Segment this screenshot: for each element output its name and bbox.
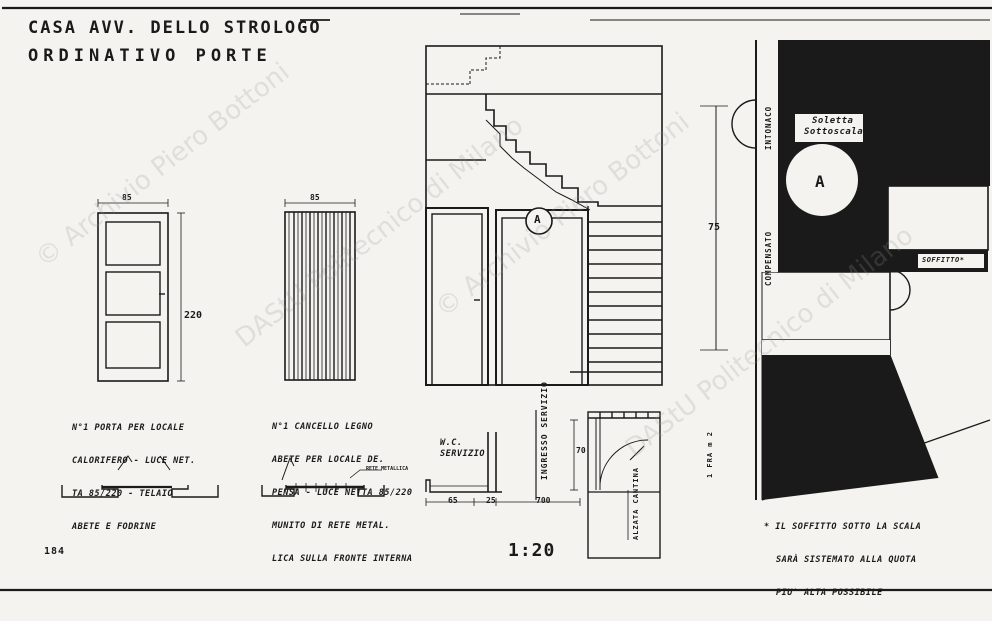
slab-label-1: Soletta bbox=[812, 116, 854, 126]
dim-25: 25 bbox=[486, 496, 496, 505]
entrance-label: INGRESSO SERVIZIO bbox=[540, 381, 549, 480]
ceiling-label: SOFFITTO* bbox=[922, 256, 965, 264]
stair-elevation bbox=[425, 45, 663, 386]
door-1-caption: N°1 PORTA PER LOCALE CALORIFERO - LUCE N… bbox=[72, 401, 196, 555]
door-1-caption-line: ABETE E FODRINE bbox=[72, 522, 157, 532]
drawing-sheet: CASA AVV. DELLO STROLOGO ORDINATIVO PORT… bbox=[0, 6, 992, 598]
gate-caption-line: LICA SULLA FRONTE INTERNA bbox=[272, 554, 413, 564]
plywood-label: COMPENSATO bbox=[764, 230, 773, 286]
dim-70: 70 bbox=[576, 446, 586, 455]
door-1-caption-line: N°1 PORTA PER LOCALE bbox=[72, 423, 185, 433]
ceiling-note-line: PIU' ALTA POSSIBILE bbox=[776, 588, 883, 598]
gate-caption-line: ABETE PER LOCALE DE. bbox=[272, 455, 385, 465]
service-label: SERVIZIO bbox=[440, 449, 485, 459]
door-1-elevation bbox=[97, 199, 185, 382]
gate-caption: N°1 CANCELLO LEGNO ABETE PER LOCALE DE. … bbox=[272, 400, 412, 587]
door-1-caption-line: CALORIFERO - LUCE NET. bbox=[72, 456, 196, 466]
door-1-plan bbox=[61, 455, 219, 498]
box-label: ALZATA CANTINA bbox=[632, 466, 640, 540]
service-plan bbox=[425, 410, 661, 559]
technical-drawing bbox=[0, 6, 992, 592]
gate-caption-line: PENSA - LUCE NETTA 85/220 bbox=[272, 488, 413, 498]
scale-label: 1:20 bbox=[508, 540, 556, 561]
elevation-marker-a: A bbox=[534, 213, 541, 226]
ceiling-note-line: SARÀ SISTEMATO ALLA QUOTA bbox=[776, 555, 917, 565]
net-label: RETE METALLICA bbox=[366, 466, 409, 472]
door-1-width-label: 85 bbox=[122, 193, 132, 202]
dim-700: 700 bbox=[536, 496, 551, 505]
drawing-title: CASA AVV. DELLO STROLOGO bbox=[28, 18, 322, 38]
level-label: 1 FRA m 2 bbox=[706, 431, 714, 478]
gate-elevation bbox=[284, 199, 356, 381]
gate-caption-line: MUNITO DI RETE METAL. bbox=[272, 521, 390, 531]
slab-label-2: Sottoscala bbox=[804, 127, 864, 137]
gate-width-label: 85 bbox=[310, 193, 320, 202]
door-1-caption-line: TA 85/220 - TELAIO bbox=[72, 489, 174, 499]
plaster-label: INTONACO bbox=[764, 105, 773, 150]
section-marker-a: A bbox=[815, 172, 825, 191]
door-1-height-label: 220 bbox=[184, 310, 203, 321]
gate-caption-line: N°1 CANCELLO LEGNO bbox=[272, 422, 374, 432]
gate-plan bbox=[261, 456, 385, 497]
section-hatch bbox=[760, 40, 990, 500]
wc-label: W.C. bbox=[440, 438, 463, 448]
dim-65: 65 bbox=[448, 496, 458, 505]
ceiling-note-line: * IL SOFFITTO SOTTO LA SCALA bbox=[764, 522, 922, 532]
section-height-label: 75 bbox=[708, 222, 721, 233]
ceiling-note: * IL SOFFITTO SOTTO LA SCALA SARÀ SISTEM… bbox=[764, 500, 921, 621]
page-number: 184 bbox=[44, 546, 66, 557]
drawing-subtitle: ORDINATIVO PORTE bbox=[28, 46, 272, 66]
